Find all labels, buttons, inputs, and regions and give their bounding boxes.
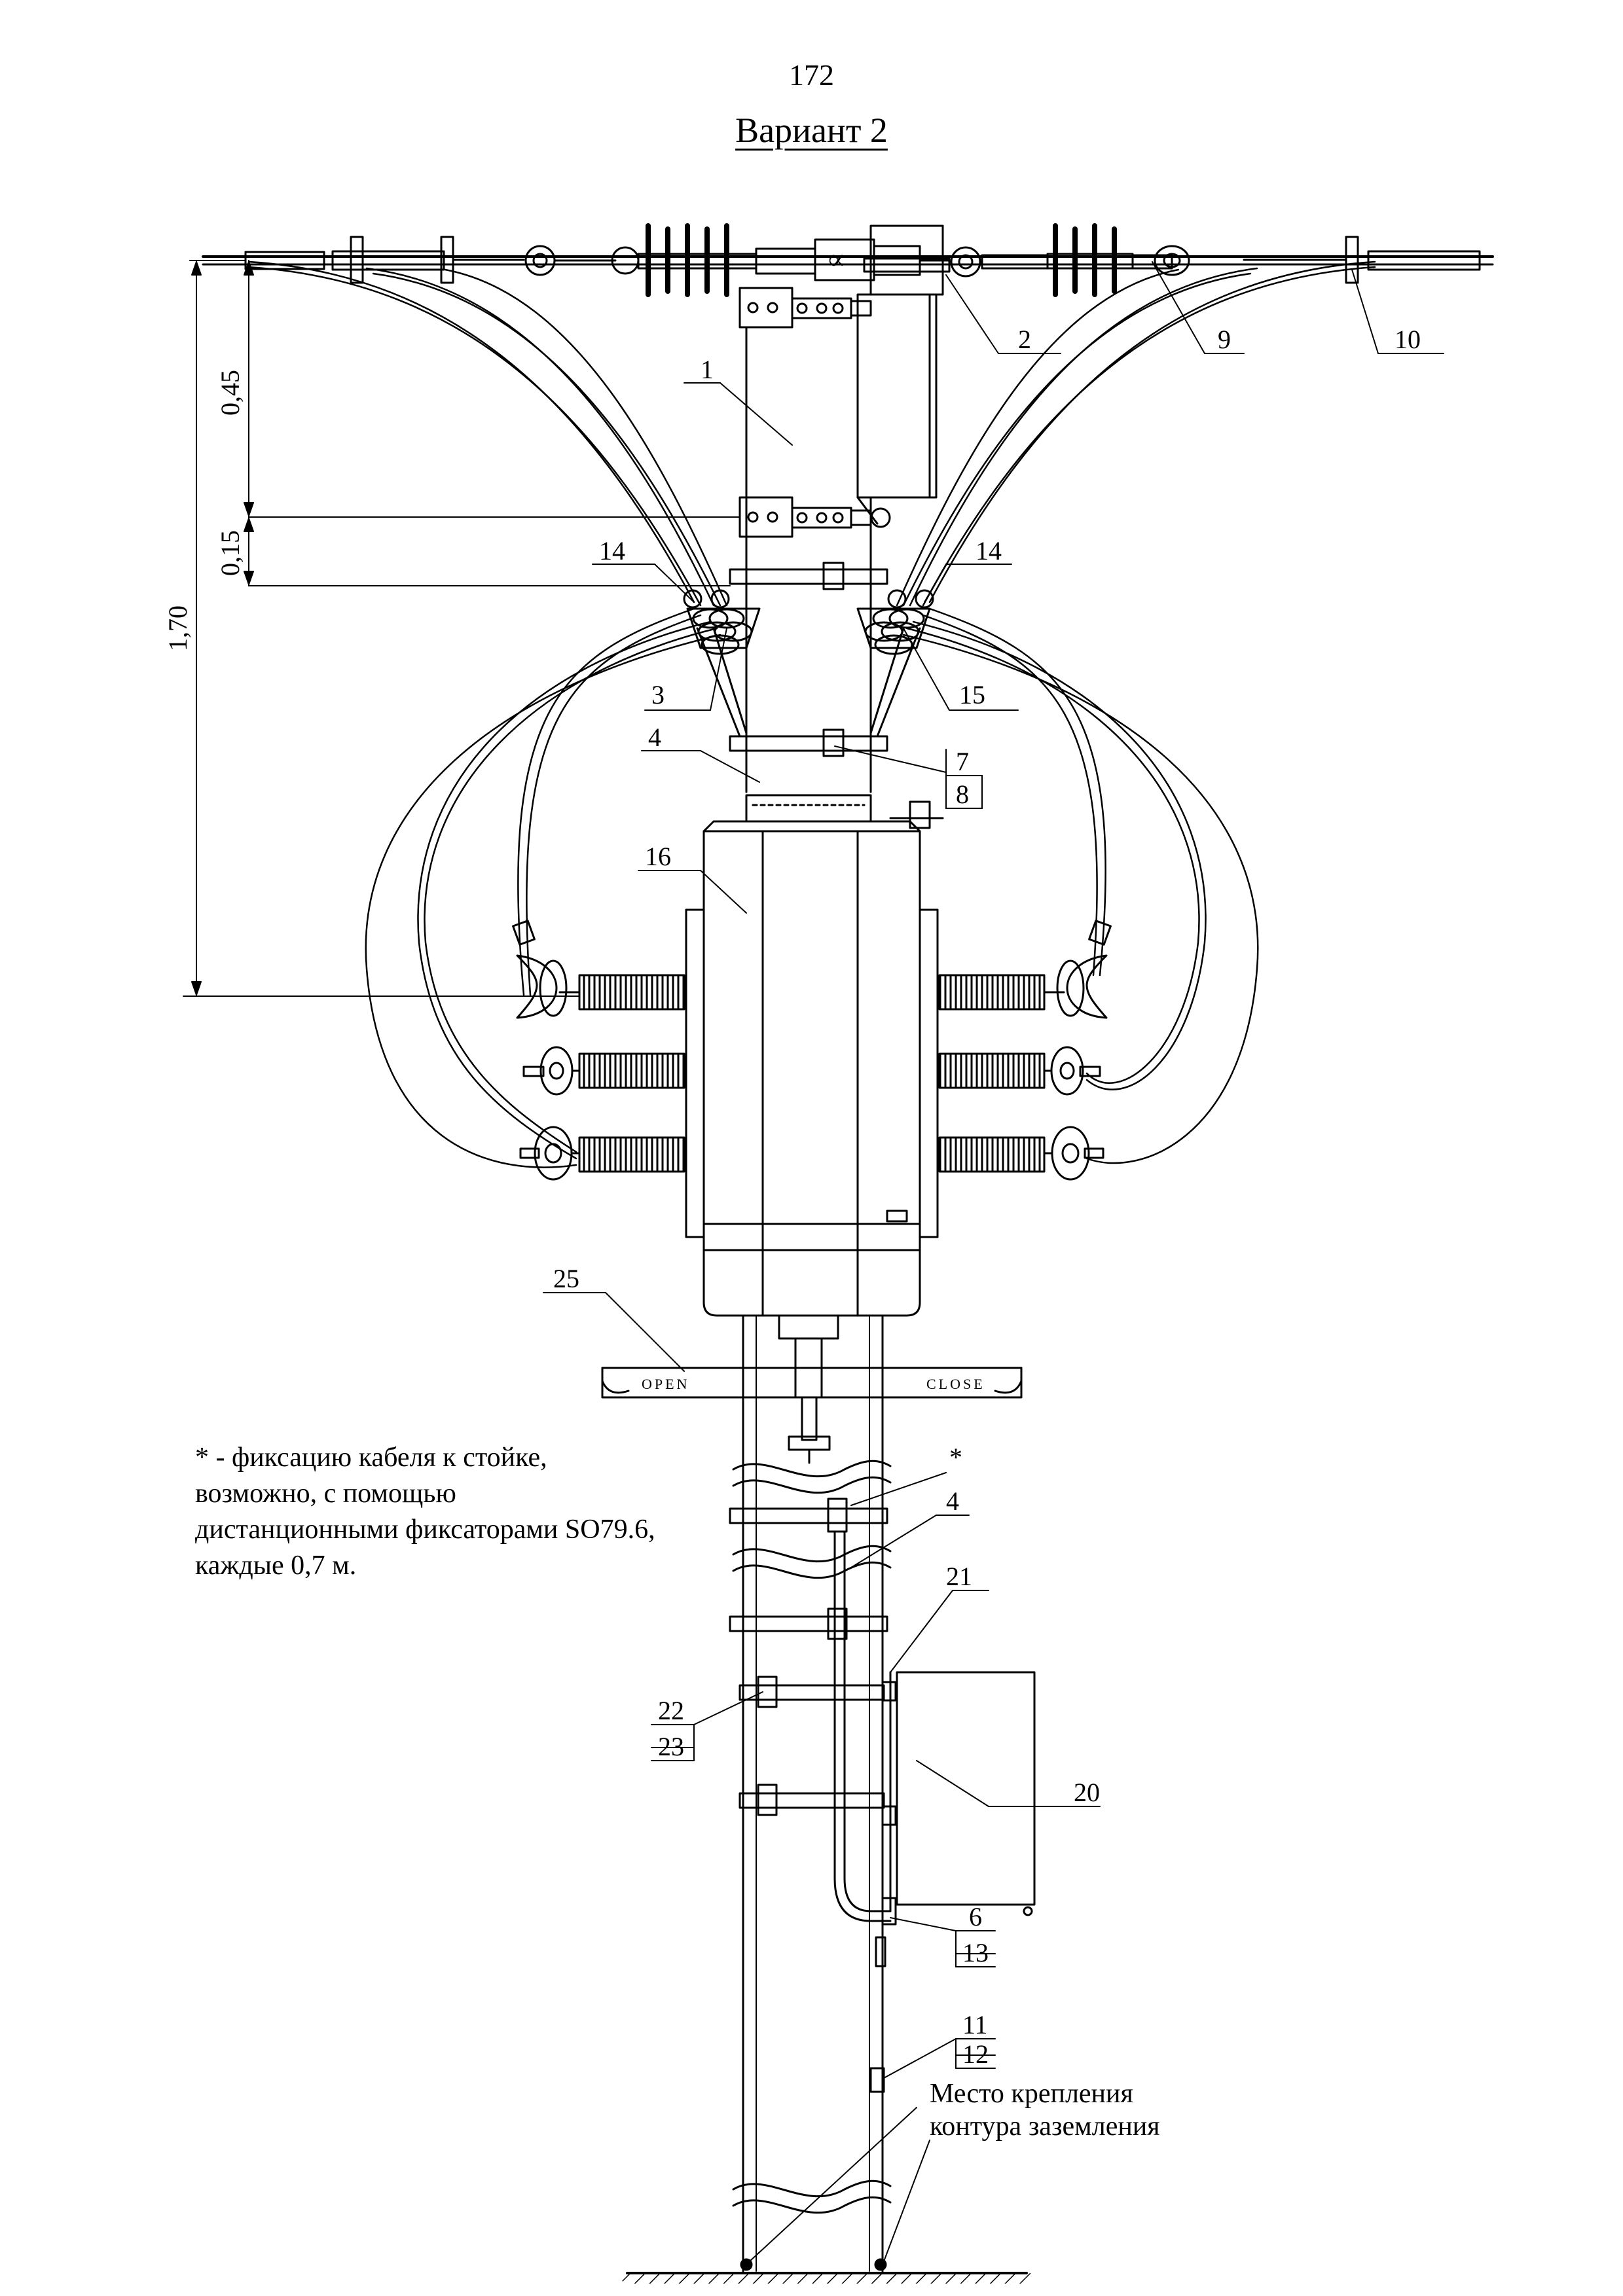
page-title: Вариант 2	[0, 110, 1623, 151]
ground-line	[621, 2067, 1032, 2284]
cables-right	[896, 260, 1376, 1164]
cable-fixing-note: * - фиксацию кабеля к стойке, возможно, …	[195, 1443, 655, 1581]
label-15: 15	[959, 680, 985, 709]
svg-text:∝: ∝	[826, 243, 846, 276]
label-star: *	[949, 1443, 962, 1472]
control-cabinet	[875, 1671, 1036, 1967]
label-4-bottom: 4	[946, 1486, 959, 1516]
label-1: 1	[701, 355, 714, 384]
label-20: 20	[1074, 1778, 1100, 1807]
dimension-045: 0,45	[215, 370, 245, 416]
label-23: 23	[658, 1732, 684, 1761]
handle-open-text: OPEN	[642, 1376, 689, 1392]
insulator-string-left: ∝	[524, 223, 921, 297]
title-text: Вариант 2	[735, 111, 888, 150]
label-13: 13	[962, 1938, 989, 1967]
cables-left	[247, 260, 728, 1168]
label-2: 2	[1018, 325, 1031, 354]
control-cable	[833, 1530, 892, 1922]
label-14-left: 14	[599, 536, 625, 565]
operating-handle	[601, 1337, 1023, 1464]
surge-arrester-left	[683, 589, 761, 655]
label-11: 11	[962, 2010, 988, 2039]
label-25: 25	[553, 1264, 579, 1293]
dimension-170: 1,70	[163, 605, 192, 651]
pole-clamps	[696, 562, 921, 1816]
label-7: 7	[956, 747, 969, 776]
label-9: 9	[1218, 325, 1231, 354]
label-4-top: 4	[648, 723, 661, 752]
ground-caption-line1: Место крепления	[930, 2079, 1133, 2109]
disconnector-unit	[739, 224, 951, 538]
ground-caption-line2: контура заземления	[930, 2111, 1160, 2142]
handle-close-text: CLOSE	[926, 1376, 985, 1392]
overhead-line	[202, 236, 1494, 284]
label-21: 21	[946, 1562, 972, 1591]
surge-arrester-right	[856, 589, 934, 655]
label-12: 12	[962, 2039, 989, 2069]
recloser-tank	[685, 794, 944, 1340]
bushings-left	[512, 920, 685, 1181]
label-8: 8	[956, 780, 969, 809]
label-10: 10	[1395, 325, 1421, 354]
label-6: 6	[969, 1902, 982, 1931]
insulator-string-right	[919, 223, 1190, 297]
dimension-lines	[183, 260, 740, 997]
label-14-right: 14	[976, 536, 1002, 565]
leader-lines	[543, 261, 1444, 2262]
dimension-015: 0,15	[215, 530, 245, 576]
label-22: 22	[658, 1696, 684, 1725]
page-number: 172	[789, 58, 834, 92]
bushings-right	[938, 920, 1112, 1181]
label-3: 3	[651, 680, 665, 709]
label-16: 16	[645, 842, 671, 871]
